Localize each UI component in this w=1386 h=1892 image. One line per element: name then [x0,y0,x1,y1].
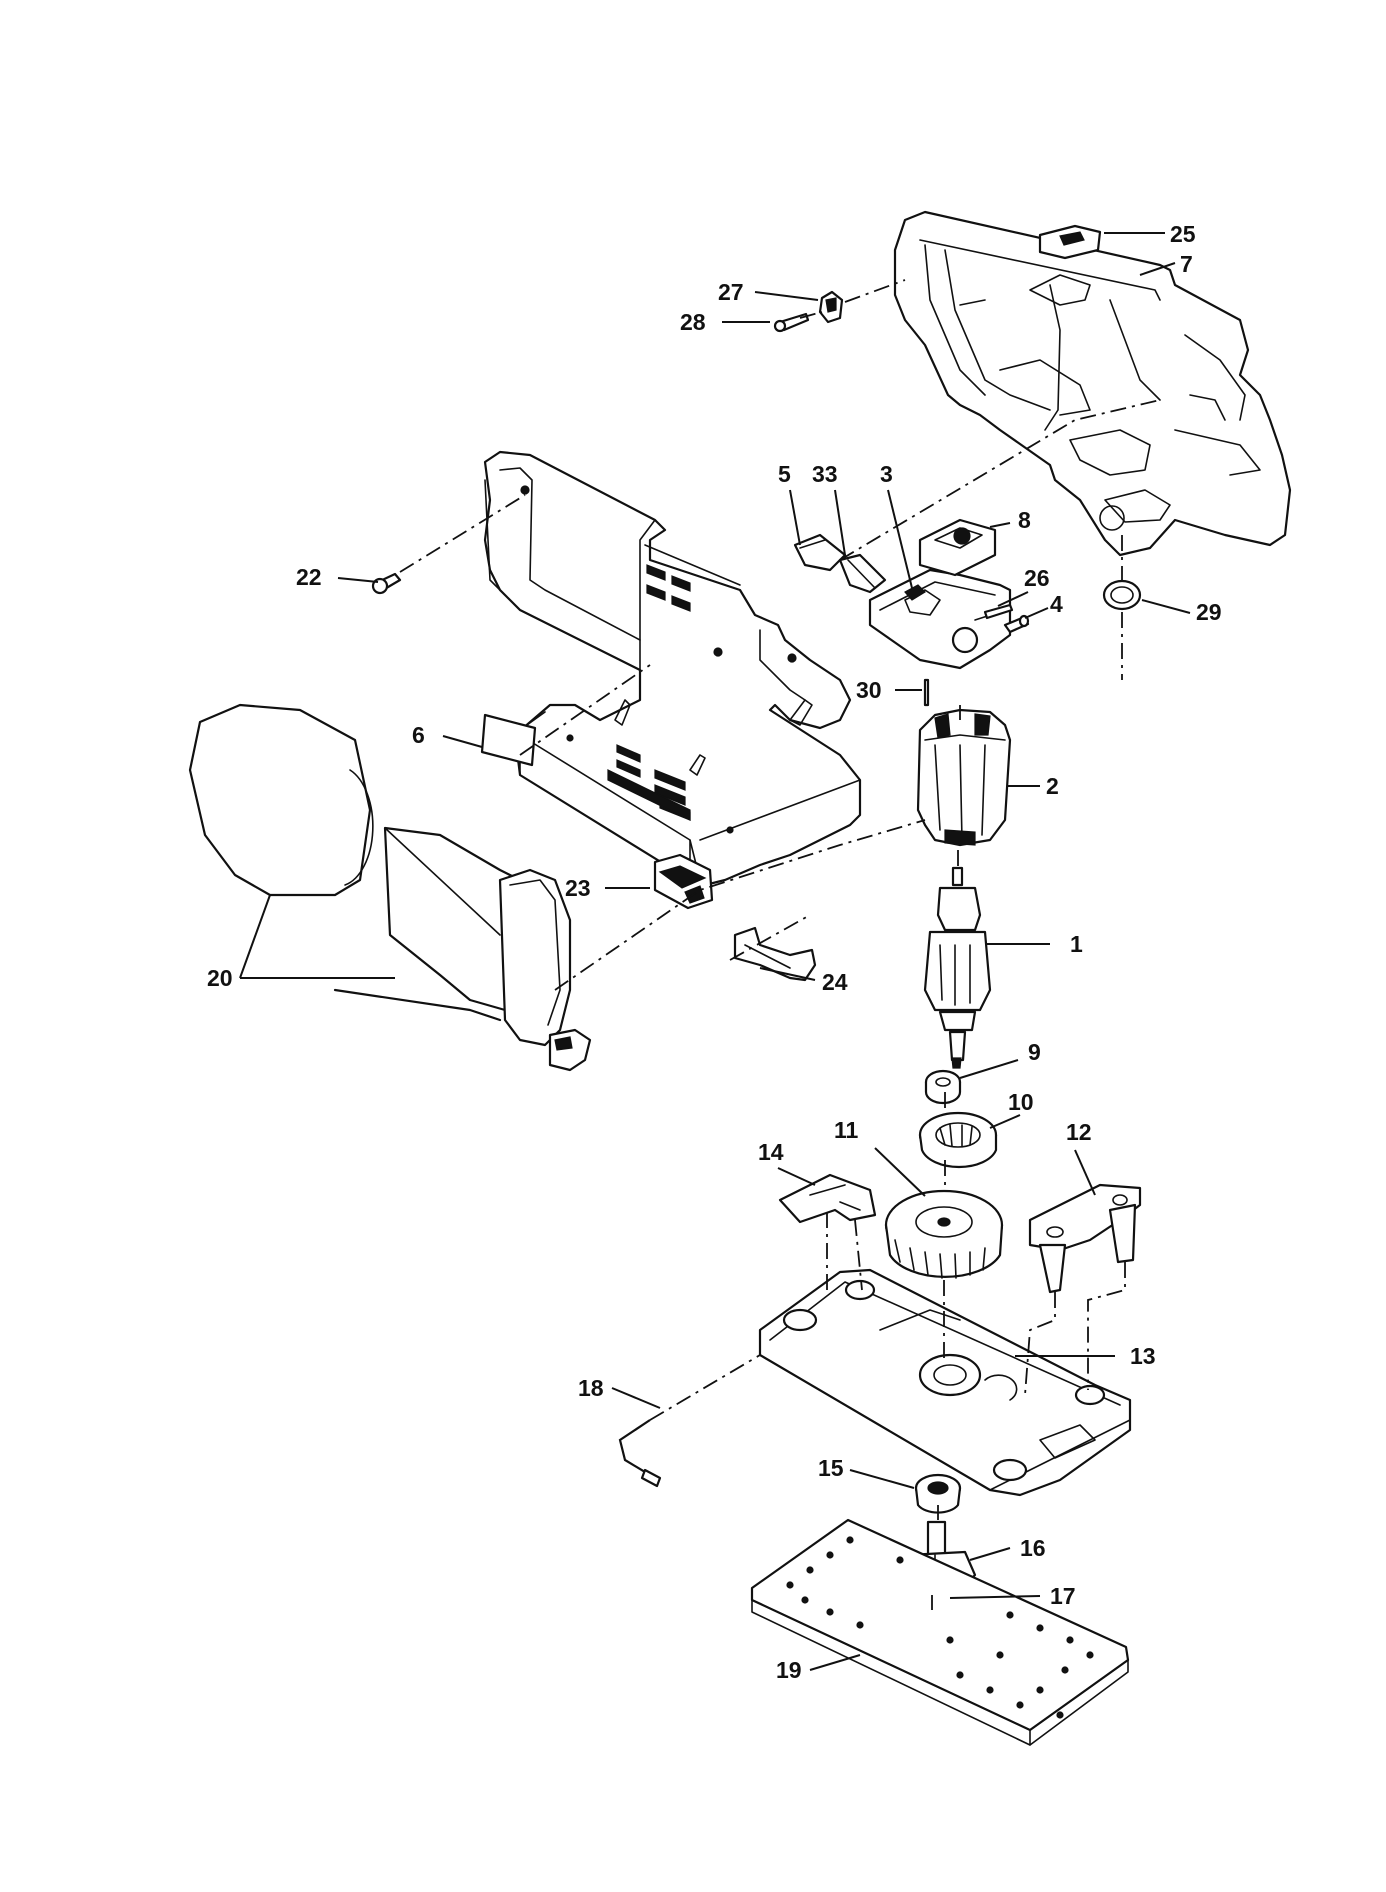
leader-lines [239,232,1191,1671]
callout-8: 8 [1018,507,1031,533]
callout-13: 13 [1130,1343,1156,1369]
callout-33: 33 [812,461,838,487]
part-20-dust-bag [188,703,592,1072]
callout-numbers: 25 7 27 28 5 33 3 8 26 4 29 22 6 30 2 1 … [207,221,1222,1683]
callout-3: 3 [880,461,893,487]
part-1-armature [923,866,992,1069]
callout-9: 9 [1028,1039,1041,1065]
part-14-bracket [778,1173,877,1224]
part-7-upper-housing [893,210,1292,557]
callout-14: 14 [758,1139,784,1165]
callout-6: 6 [412,722,425,748]
callout-2: 2 [1046,773,1059,799]
assembly-lines [399,279,1161,1610]
part-10-counterweight [918,1111,998,1169]
callout-22: 22 [296,564,322,590]
part-2-stator [916,708,1012,847]
part-11-fan [884,1189,1004,1279]
callout-30: 30 [856,677,882,703]
callout-1: 1 [1070,931,1083,957]
part-24-clip [733,926,817,982]
part-15-bearing [914,1473,962,1514]
callout-23: 23 [565,875,591,901]
callout-20: 20 [207,965,233,991]
callout-5: 5 [778,461,791,487]
callout-18: 18 [578,1375,604,1401]
part-12-feet [1028,1183,1142,1294]
part-26-pin [983,603,1014,620]
part-30-rod [923,678,930,707]
callout-29: 29 [1196,599,1222,625]
callout-28: 28 [680,309,706,335]
callout-4: 4 [1050,591,1063,617]
part-8-switch [918,518,997,577]
callout-10: 10 [1008,1089,1034,1115]
part-22-screw [371,572,402,595]
part-9-bearing [924,1069,962,1105]
part-25-cap [1038,224,1102,260]
part-3-switch-plate [868,568,1012,670]
part-19-pad [750,1518,1130,1746]
callout-26: 26 [1024,565,1050,591]
callout-16: 16 [1020,1535,1046,1561]
main-housing-body [483,450,862,887]
callout-12: 12 [1066,1119,1092,1145]
callout-17: 17 [1050,1583,1076,1609]
part-5-cord [793,533,847,572]
callout-15: 15 [818,1455,844,1481]
callout-11: 11 [834,1117,859,1143]
part-6-label [480,713,537,767]
callout-24: 24 [822,969,848,995]
part-18-wire [618,1419,662,1488]
callout-27: 27 [718,279,744,305]
part-27-clip [818,290,844,324]
callout-25: 25 [1170,221,1196,247]
part-23-rocker [653,853,714,910]
part-33-cord-protector [838,553,887,594]
callout-19: 19 [776,1657,802,1683]
part-29-ring [1102,579,1142,611]
callout-7: 7 [1180,251,1193,277]
part-13-base-plate [758,1268,1132,1497]
